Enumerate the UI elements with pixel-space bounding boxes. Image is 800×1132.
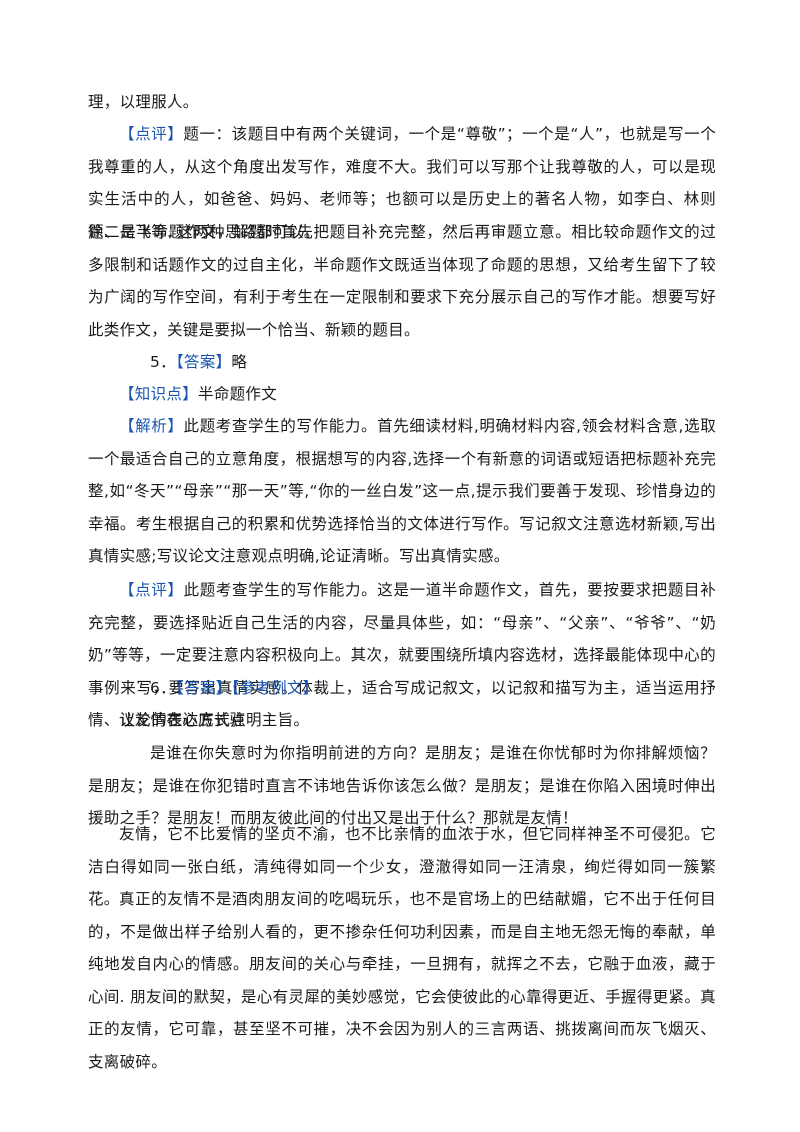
paragraph-2: 【点评】题一：该题目中有两个关键词，一个是“尊敬”；一个是“人”，也就是写一个我… (88, 118, 716, 248)
paragraph-3: 题二是半命题作文，解题时首先把题目补充完整，然后再审题立意。相比较命题作文的过多… (88, 216, 716, 346)
analysis-text: 此题考查学生的写作能力。首先细读材料,明确材料内容,领会材料含意,选取一个最适合… (88, 417, 716, 566)
comment-tag-2: 【点评】 (119, 581, 184, 599)
question-number-6: 6． (150, 679, 176, 697)
essay-paragraph-3: 真正的友情不是酒肉朋友间的吃喝玩乐，也不是官场上的巴结献媚，它不出于任何目的，不… (88, 883, 716, 1079)
answer-tag: 【答案】 (175, 353, 232, 371)
essay-paragraph-1-text: 是谁在你失意时为你指明前进的方向？是朋友；是谁在你忧郁时为你排解烦恼？是朋友；是… (88, 744, 716, 828)
knowledge-tag: 【知识点】 (119, 385, 199, 403)
comment-2: 【点评】此题考查学生的写作能力。这是一道半命题作文，首先，要按要求把题目补充完整… (88, 574, 716, 737)
paragraph-3-text: 题二是半命题作文，解题时首先把题目补充完整，然后再审题立意。相比较命题作文的过多… (88, 223, 716, 339)
answer-5: 5．【答案】略 (88, 346, 716, 379)
essay-paragraph-2-text: 友情，它不比爱情的坚贞不渝，也不比亲情的血浓于水，但它同样神圣不可侵犯。它洁白得… (88, 825, 716, 909)
paragraph-1: 理，以理服人。 (88, 86, 716, 119)
knowledge-text: 半命题作文 (198, 385, 278, 403)
answer-tag-6: 【答案】 (175, 679, 232, 697)
reference-essay-tag: 【参考例文】 (231, 679, 319, 697)
analysis: 【解析】此题考查学生的写作能力。首先细读材料,明确材料内容,领会材料含意,选取一… (88, 410, 716, 573)
comment-text-2: 此题考查学生的写作能力。这是一道半命题作文，首先，要按要求把题目补充完整，要选择… (88, 581, 716, 730)
essay-title-text: 让友情在心底长驻 (119, 711, 246, 729)
essay-paragraph-2: 友情，它不比爱情的坚贞不渝，也不比亲情的血浓于水，但它同样神圣不可侵犯。它洁白得… (88, 818, 716, 916)
essay-paragraph-1: 是谁在你失意时为你指明前进的方向？是朋友；是谁在你忧郁时为你排解烦恼？是朋友；是… (88, 737, 716, 835)
analysis-tag: 【解析】 (119, 417, 184, 435)
question-number: 5． (150, 353, 176, 371)
answer-text: 略 (231, 353, 248, 371)
knowledge-point: 【知识点】半命题作文 (88, 378, 716, 411)
comment-text: 题一：该题目中有两个关键词，一个是“尊敬”；一个是“人”，也就是写一个我尊重的人… (88, 125, 716, 241)
essay-title: 让友情在心底长驻 (88, 704, 716, 737)
paragraph-1-text: 理，以理服人。 (88, 93, 199, 111)
comment-tag: 【点评】 (119, 125, 184, 143)
essay-paragraph-3-text: 真正的友情不是酒肉朋友间的吃喝玩乐，也不是官场上的巴结献媚，它不出于任何目的，不… (88, 890, 716, 1071)
answer-6: 6．【答案】【参考例文】 (88, 672, 716, 705)
